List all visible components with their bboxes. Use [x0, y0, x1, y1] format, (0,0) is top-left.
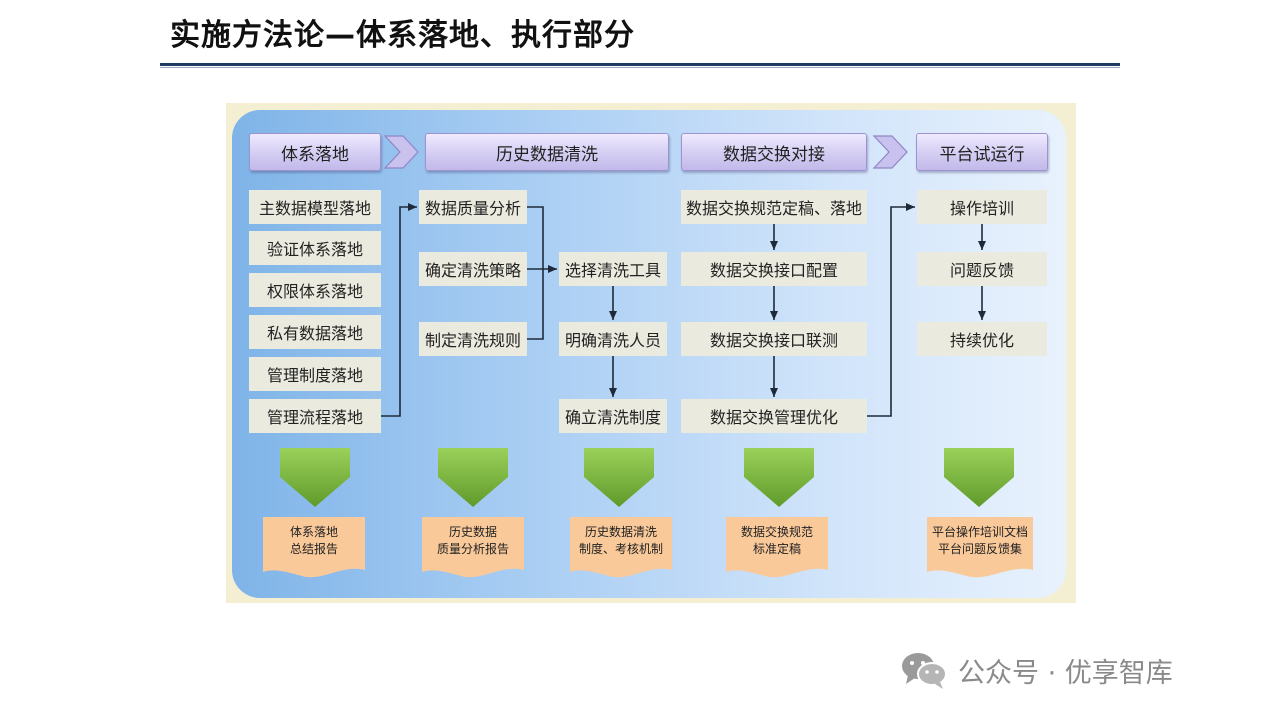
step-master-data-model: 主数据模型落地 — [249, 190, 381, 224]
step-permission-system: 权限体系落地 — [249, 273, 381, 307]
chevron-right-icon — [383, 135, 419, 169]
step-management-process: 管理流程落地 — [249, 399, 381, 433]
step-exchange-mgmt: 数据交换管理优化 — [681, 399, 867, 433]
output-training-docs: 平台操作培训文档平台问题反馈集 — [931, 525, 1028, 556]
connector-col1-col2 — [381, 203, 417, 417]
connector-quality-bracket — [527, 206, 544, 340]
step-select-tool: 选择清洗工具 — [559, 252, 667, 286]
step-management-rules: 管理制度落地 — [249, 357, 381, 391]
document-shape — [927, 517, 1033, 578]
output-quality-report: 历史数据质量分析报告 — [436, 525, 509, 556]
step-exchange-spec: 数据交换规范定稿、落地 — [681, 190, 867, 224]
document-shape — [726, 517, 828, 578]
step-private-data: 私有数据落地 — [249, 315, 381, 349]
document-shape — [422, 517, 524, 578]
green-down-arrow-icon — [280, 448, 350, 507]
phase-header-system: 体系落地 — [249, 133, 381, 171]
step-interface-test: 数据交换接口联测 — [681, 322, 867, 356]
phase-header-trial-run: 平台试运行 — [916, 133, 1048, 171]
output-cleansing-system: 历史数据清洗制度、考核机制 — [578, 525, 663, 556]
green-down-arrow-icon — [944, 448, 1014, 507]
green-down-arrow-icon — [744, 448, 814, 507]
step-feedback: 问题反馈 — [917, 252, 1047, 286]
output-system-report: 体系落地总结报告 — [289, 525, 338, 556]
output-exchange-standard: 数据交换规范标准定稿 — [740, 525, 813, 556]
page-title: 实施方法论—体系落地、执行部分 — [170, 18, 635, 53]
phase-header-exchange: 数据交换对接 — [681, 133, 867, 171]
connector-col4-col5 — [867, 203, 915, 417]
document-shape — [570, 517, 672, 578]
step-optimize: 持续优化 — [917, 322, 1047, 356]
document-shape — [263, 517, 365, 578]
step-cleansing-rules: 制定清洗规则 — [419, 322, 527, 356]
step-establish-system: 确立清洗制度 — [559, 399, 667, 433]
step-validation-system: 验证体系落地 — [249, 231, 381, 265]
green-down-arrow-icon — [584, 448, 654, 507]
step-quality-analysis: 数据质量分析 — [419, 190, 527, 224]
title-rule — [160, 63, 1120, 66]
step-interface-config: 数据交换接口配置 — [681, 252, 867, 286]
title-rule-thin — [160, 67, 1120, 68]
green-down-arrow-icon — [438, 448, 508, 507]
footer-watermark: 公众号 · 优享智库 — [900, 650, 1173, 690]
phase-header-cleansing: 历史数据清洗 — [425, 133, 669, 171]
step-training: 操作培训 — [917, 190, 1047, 224]
footer-text: 公众号 · 优享智库 — [958, 657, 1173, 689]
step-cleansing-strategy: 确定清洗策略 — [419, 252, 527, 286]
chevron-right-icon — [872, 135, 908, 169]
wechat-icon — [902, 653, 947, 689]
step-assign-staff: 明确清洗人员 — [559, 322, 667, 356]
